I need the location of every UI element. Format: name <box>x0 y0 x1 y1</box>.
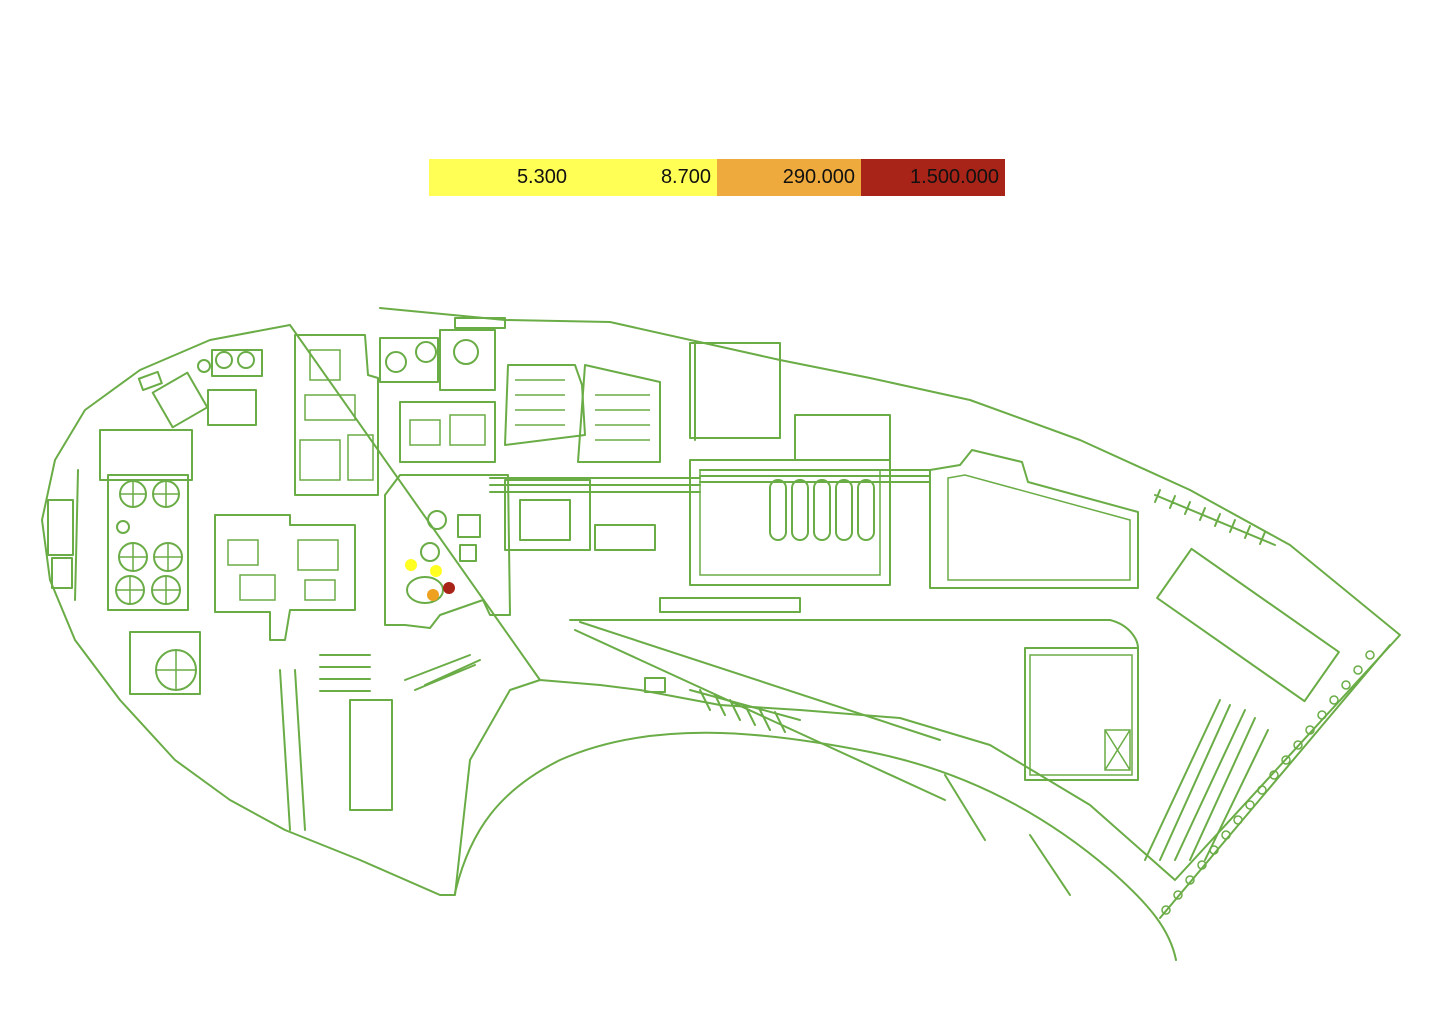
tank-south-west <box>129 631 201 695</box>
legend: 5.300 8.700 290.000 1.500.000 <box>429 159 1005 196</box>
legend-item-1: 8.700 <box>573 159 717 196</box>
complex-central-west <box>214 514 356 641</box>
tank-group-west <box>115 480 183 605</box>
shore-rail <box>1159 644 1391 919</box>
tank-sampling-1 <box>427 510 447 530</box>
structure-sampling <box>457 514 481 538</box>
legend-item-0: 5.300 <box>429 159 573 196</box>
complex-north-east <box>504 364 586 446</box>
process-unit <box>504 479 656 551</box>
parking-south <box>689 689 801 733</box>
legend-label-1: 8.700 <box>660 166 711 188</box>
sample-marker-1 <box>430 565 442 577</box>
site-boundary <box>41 307 1401 896</box>
small-building-south <box>644 677 666 693</box>
building-west-north <box>99 429 193 481</box>
tank-row-east <box>769 479 875 541</box>
bay-edge <box>454 731 1177 961</box>
jetty-arrows <box>944 774 1071 896</box>
tank-farm-west <box>107 474 189 611</box>
complex-north-east-2 <box>577 364 661 463</box>
parking-stripes-center <box>319 654 371 692</box>
parking-stripes-west <box>404 654 481 691</box>
south-road-diagonal <box>574 621 946 801</box>
tank-group-north-2 <box>379 329 496 391</box>
road-south-west <box>279 669 306 831</box>
tank-sampling-2 <box>420 542 440 562</box>
bollard-row <box>1161 650 1375 915</box>
building-south-center <box>349 699 393 811</box>
building-south-east <box>1024 647 1139 781</box>
shed-west-2 <box>51 557 73 589</box>
north-shed <box>454 317 506 329</box>
shed-west-1 <box>47 499 74 556</box>
parking-stripes-north <box>1154 489 1276 546</box>
tank-group-north <box>197 349 263 377</box>
parking-east <box>1156 547 1340 703</box>
small-shed <box>137 370 163 391</box>
legend-label-3: 1.500.000 <box>910 166 999 188</box>
sampling-ring <box>406 576 444 604</box>
sampling-site <box>384 474 511 629</box>
complex-north-mid <box>399 401 496 463</box>
building-nw <box>207 389 257 426</box>
parking-stripes-south <box>1144 699 1269 861</box>
legend-label-2: 290.000 <box>782 166 855 188</box>
structure-sampling-2 <box>459 544 477 562</box>
sample-marker-3 <box>443 582 455 594</box>
building-angled <box>151 371 209 429</box>
west-road <box>74 469 79 601</box>
pipe-bridge <box>659 597 801 613</box>
sample-marker-2 <box>427 589 439 601</box>
legend-item-3: 1.500.000 <box>861 159 1005 196</box>
warehouse-east <box>929 449 1139 589</box>
complex-north-central <box>294 334 379 496</box>
tank-farm-east <box>689 459 891 586</box>
legend-item-2: 290.000 <box>717 159 861 196</box>
legend-label-0: 5.300 <box>516 166 567 188</box>
building-large-north-edges <box>694 342 781 441</box>
sample-marker-0 <box>405 559 417 571</box>
south-road <box>569 619 1139 649</box>
building-east-north <box>794 414 891 461</box>
